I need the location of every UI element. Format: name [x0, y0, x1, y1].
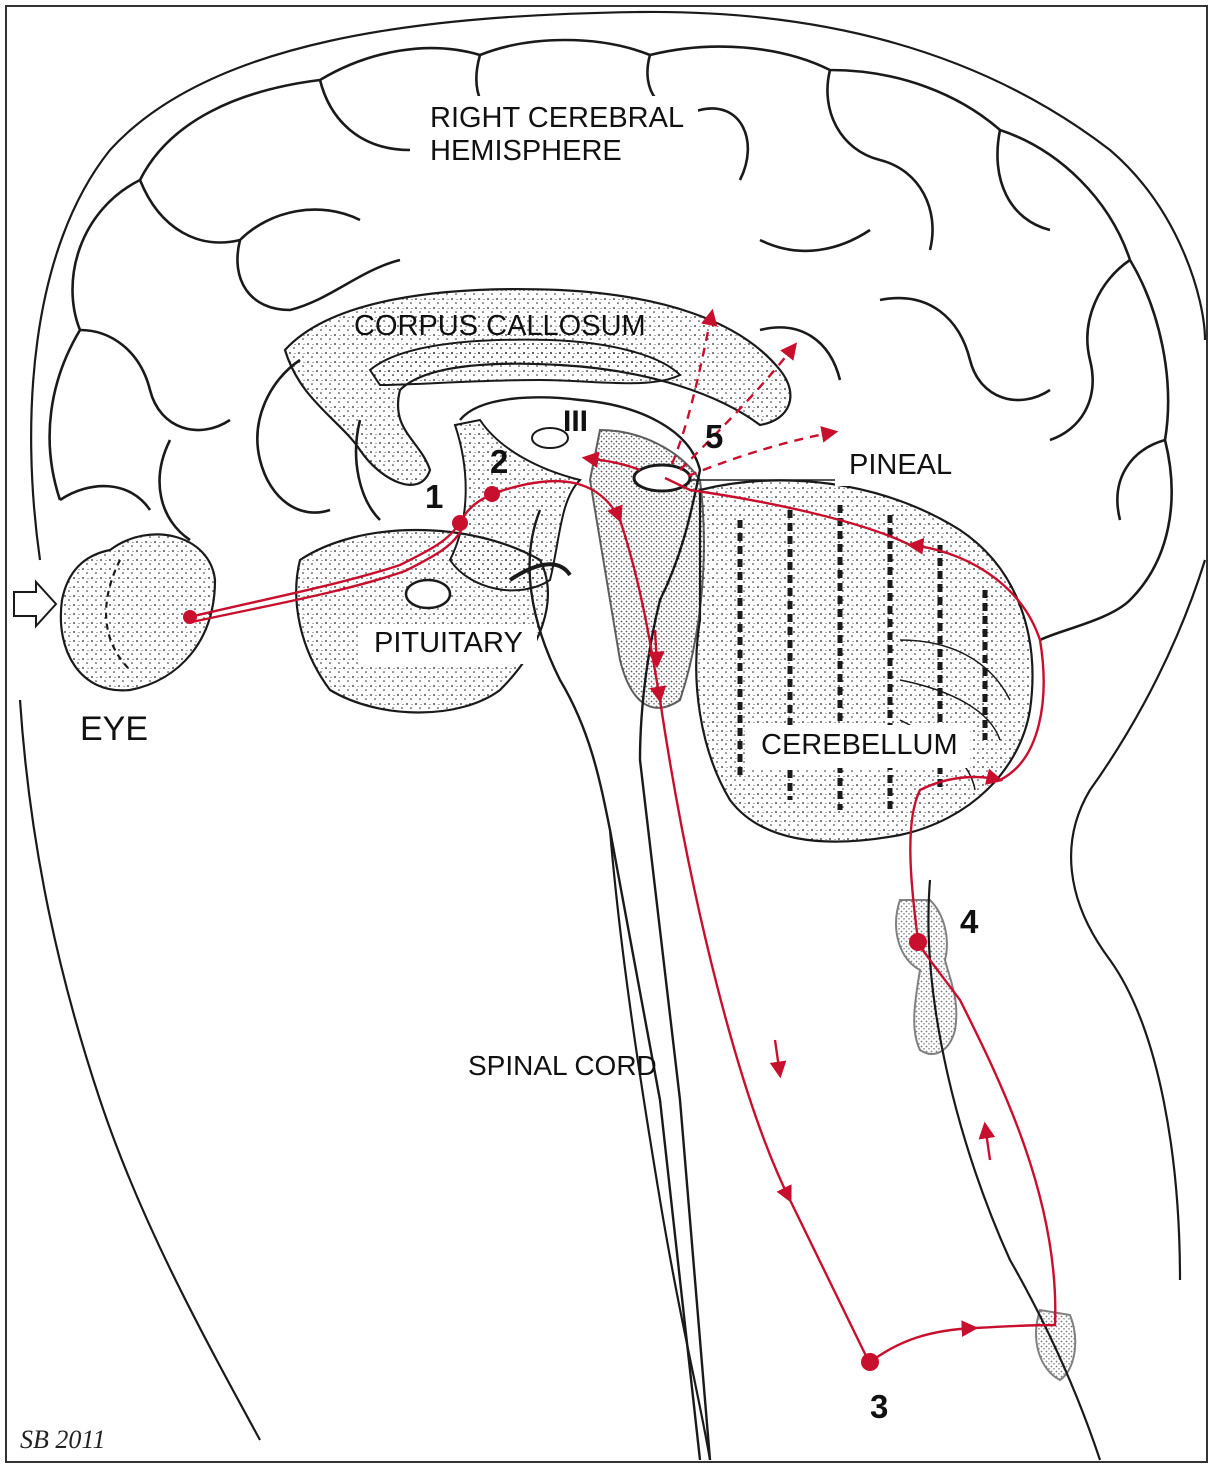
label-hemisphere-line2: HEMISPHERE: [430, 135, 684, 168]
step-number-1: 1: [425, 478, 443, 516]
incoming-light-arrow: [14, 582, 56, 626]
label-spinal-cord: SPINAL CORD: [468, 1050, 657, 1082]
pituitary-gland: [406, 580, 450, 608]
step-number-3: 3: [870, 1388, 888, 1426]
node-1-scn: [452, 515, 468, 531]
cerebellum: [696, 480, 1032, 841]
pons-region: [296, 530, 548, 713]
node-4-ganglion: [909, 933, 927, 951]
page-border: [6, 6, 1207, 1462]
label-pineal: PINEAL: [835, 446, 966, 486]
step-number-5: 5: [705, 418, 723, 456]
label-third-ventricle: III: [563, 405, 588, 439]
label-pituitary: PITUITARY: [358, 624, 537, 664]
descending-arrow-2: [775, 1040, 780, 1075]
preganglionic: [870, 1328, 975, 1362]
node-2-pvn: [484, 486, 500, 502]
node-retina: [183, 610, 197, 624]
step-number-4: 4: [960, 903, 978, 941]
ascending-arrow: [985, 1125, 990, 1160]
label-hemisphere-line1: RIGHT CEREBRAL: [430, 102, 684, 135]
label-right-cerebral-hemisphere: RIGHT CEREBRAL HEMISPHERE: [414, 96, 698, 175]
node-3-spinal: [861, 1353, 879, 1371]
label-cerebellum: CEREBELLUM: [745, 725, 970, 768]
artist-signature: SB 2011: [20, 1425, 105, 1455]
step-number-2: 2: [490, 443, 508, 481]
sympathetic-ganglion: [896, 900, 1075, 1380]
label-corpus-callosum: CORPUS CALLOSUM: [354, 310, 646, 343]
label-eye: EYE: [80, 710, 148, 749]
